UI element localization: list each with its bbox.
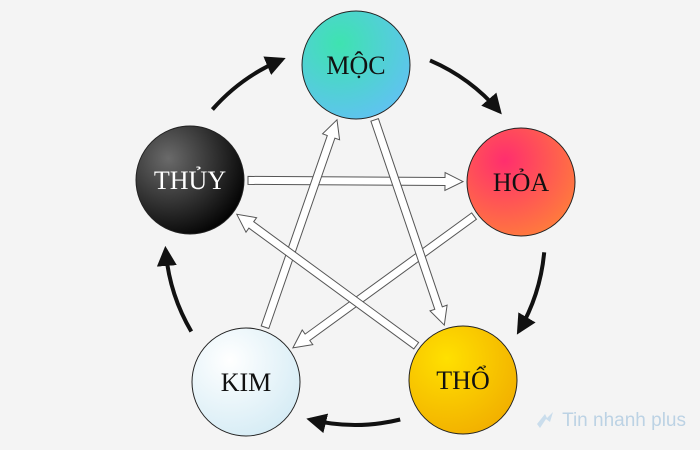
element-circle-thuy: [135, 125, 245, 235]
watermark-text: Tin nhanh plus: [562, 410, 686, 431]
element-circle-tho: [408, 325, 518, 435]
controlling-arrow-kim-to-moc: [260, 118, 341, 330]
controlling-arrow-tho-to-thuy: [235, 213, 420, 350]
watermark: Tin nhanh plus: [534, 410, 686, 432]
element-circle-hoa: [466, 127, 576, 237]
element-label-tho: THỔ: [436, 366, 489, 395]
controlling-arrow-moc-to-tho: [370, 117, 448, 327]
generating-cycle: [156, 56, 547, 434]
arrow-logo-icon: [537, 412, 554, 428]
element-label-thuy: THỦY: [154, 166, 226, 195]
element-node-tho: THỔ: [408, 325, 518, 435]
element-node-kim: KIM: [191, 327, 301, 437]
element-node-moc: MỘC: [301, 10, 411, 120]
controlling-arrow-thuy-to-hoa: [247, 171, 465, 192]
generating-arrow-hoa-to-tho: [516, 252, 547, 335]
element-label-kim: KIM: [221, 368, 272, 397]
generating-arrow-moc-to-hoa: [429, 58, 502, 115]
generating-arrow-kim-to-thuy: [156, 245, 194, 333]
element-nodes: MỘC HỎA THỔ KIM THỦY: [135, 10, 576, 437]
element-circle-kim: [191, 327, 301, 437]
element-node-hoa: HỎA: [466, 127, 576, 237]
controlling-cycle: [235, 117, 478, 350]
generating-arrow-thuy-to-moc: [210, 56, 286, 111]
generating-arrow-tho-to-kim: [306, 413, 401, 434]
element-circle-moc: [301, 10, 411, 120]
element-node-thuy: THỦY: [135, 125, 245, 235]
element-label-hoa: HỎA: [493, 168, 550, 197]
element-label-moc: MỘC: [326, 51, 385, 80]
controlling-arrow-hoa-to-kim: [291, 212, 478, 349]
